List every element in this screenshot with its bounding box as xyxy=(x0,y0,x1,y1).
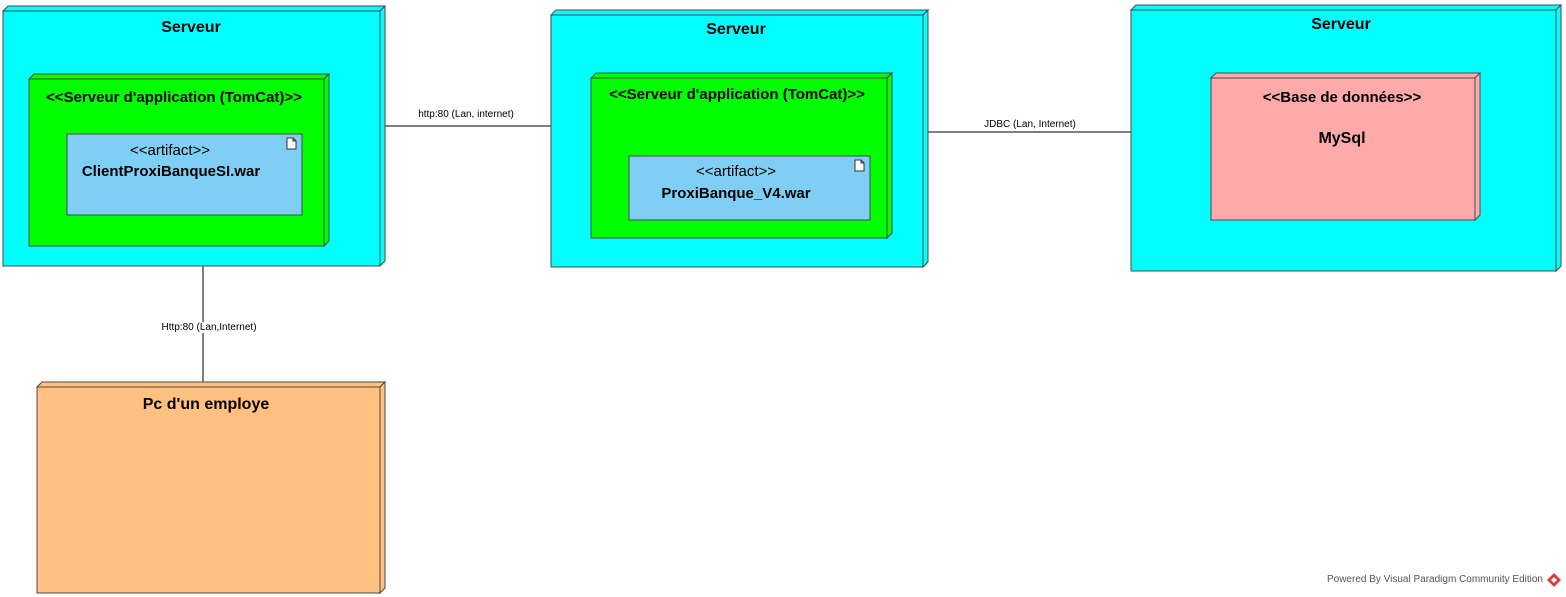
client-pc-node[interactable] xyxy=(35,380,387,595)
server-1-title: Serveur xyxy=(161,19,221,36)
document-icon xyxy=(854,159,865,172)
artifact-2-stereotype: <<artifact>> xyxy=(695,163,777,180)
client-pc-title: Pc d'un employe xyxy=(142,396,270,413)
connector-label-http-pc: Http:80 (Lan,Internet) xyxy=(159,322,259,333)
database-node[interactable] xyxy=(1209,71,1482,222)
app-server-1-stereotype: <<Serveur d'application (TomCat)>> xyxy=(46,89,302,106)
connector-label-jdbc: JDBC (Lan, Internet) xyxy=(982,119,1078,130)
artifact-box-1[interactable] xyxy=(66,133,303,216)
artifact-1-stereotype: <<artifact>> xyxy=(129,142,211,159)
artifact-2-name: ProxiBanque_V4.war xyxy=(661,185,811,202)
server-2-title: Serveur xyxy=(706,21,766,38)
artifact-box-2[interactable] xyxy=(628,155,871,221)
database-name: MySql xyxy=(1318,130,1366,147)
artifact-1-name: ClientProxiBanqueSI.war xyxy=(81,163,261,180)
server-3-title: Serveur xyxy=(1311,16,1371,33)
footer-powered-by: Powered By Visual Paradigm Community Edi… xyxy=(1326,574,1543,585)
app-server-2-stereotype: <<Serveur d'application (TomCat)>> xyxy=(609,86,865,103)
visual-paradigm-logo-icon xyxy=(1547,573,1561,587)
database-stereotype: <<Base de données>> xyxy=(1262,89,1422,106)
connector-label-http: http:80 (Lan, internet) xyxy=(416,109,516,120)
document-icon xyxy=(286,137,297,150)
